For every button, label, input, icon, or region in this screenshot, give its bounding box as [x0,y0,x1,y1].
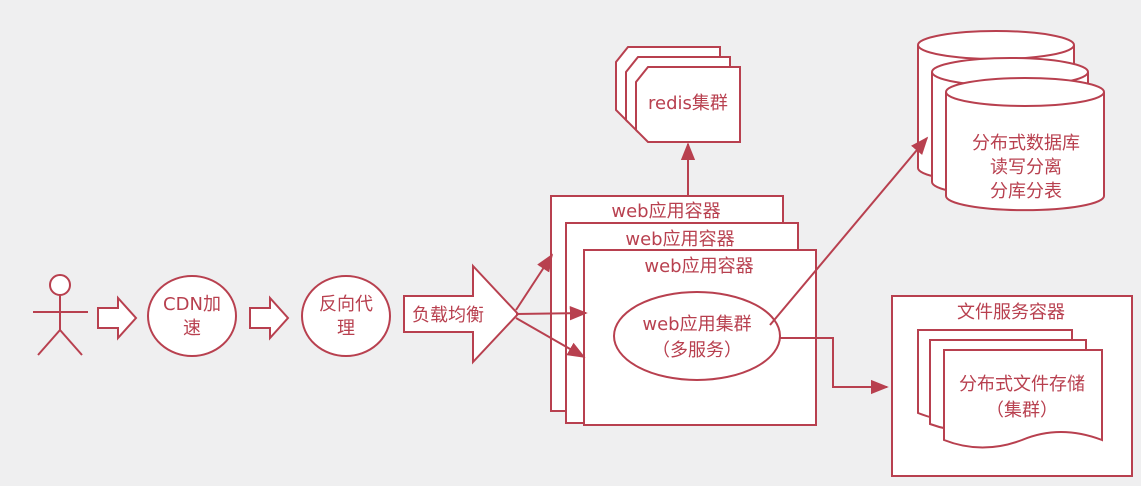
lb-to-web-arrow-top [515,253,553,311]
hollow-arrow-icon [249,295,290,341]
load-balancer-node: 负载均衡 [403,263,520,365]
connectors [515,136,929,395]
document-stack-icon [943,349,1103,449]
db-label-line1: 分布式数据库 [972,133,1080,154]
reverse-proxy-node: 反向代 理 [301,275,391,357]
file-storage-label-line2: （集群） [986,400,1058,421]
web-to-db-arrow [769,136,929,326]
file-storage-label-line1: 分布式文件存储 [959,374,1085,395]
hollow-arrow-icon [97,295,138,341]
proxy-label-line1: 反向代 [319,294,373,315]
web-container-label-1: web应用容器 [611,201,720,222]
web-cluster-node: web应用集群 （多服务） [613,291,781,381]
lb-to-web-arrow-bottom [515,317,586,358]
web-container-label-3: web应用容器 [644,256,753,277]
cdn-node: CDN加 速 [147,275,237,357]
db-label-line3: 分库分表 [990,181,1062,202]
file-container-label: 文件服务容器 [957,302,1065,323]
distributed-db-node: 分布式数据库 读写分离 分库分表 [917,30,1105,212]
redis-cluster-node: redis集群 [615,46,741,143]
file-service-container: 文件服务容器 分布式文件存储 （集群） [891,295,1133,477]
web-container-label-2: web应用容器 [625,229,734,250]
web-to-file-arrow [780,337,889,395]
cdn-label-line2: 速 [183,318,201,339]
web-cluster-label-line2: （多服务） [652,340,742,361]
db-label-line2: 读写分离 [990,157,1062,178]
load-balancer-label: 负载均衡 [412,305,484,326]
cdn-label-line1: CDN加 [163,294,221,315]
proxy-label-line2: 理 [337,318,355,339]
lb-to-web-arrow-mid [515,306,588,321]
web-cluster-label-line1: web应用集群 [642,314,751,335]
user-icon [33,274,88,356]
redis-label: redis集群 [648,93,728,114]
